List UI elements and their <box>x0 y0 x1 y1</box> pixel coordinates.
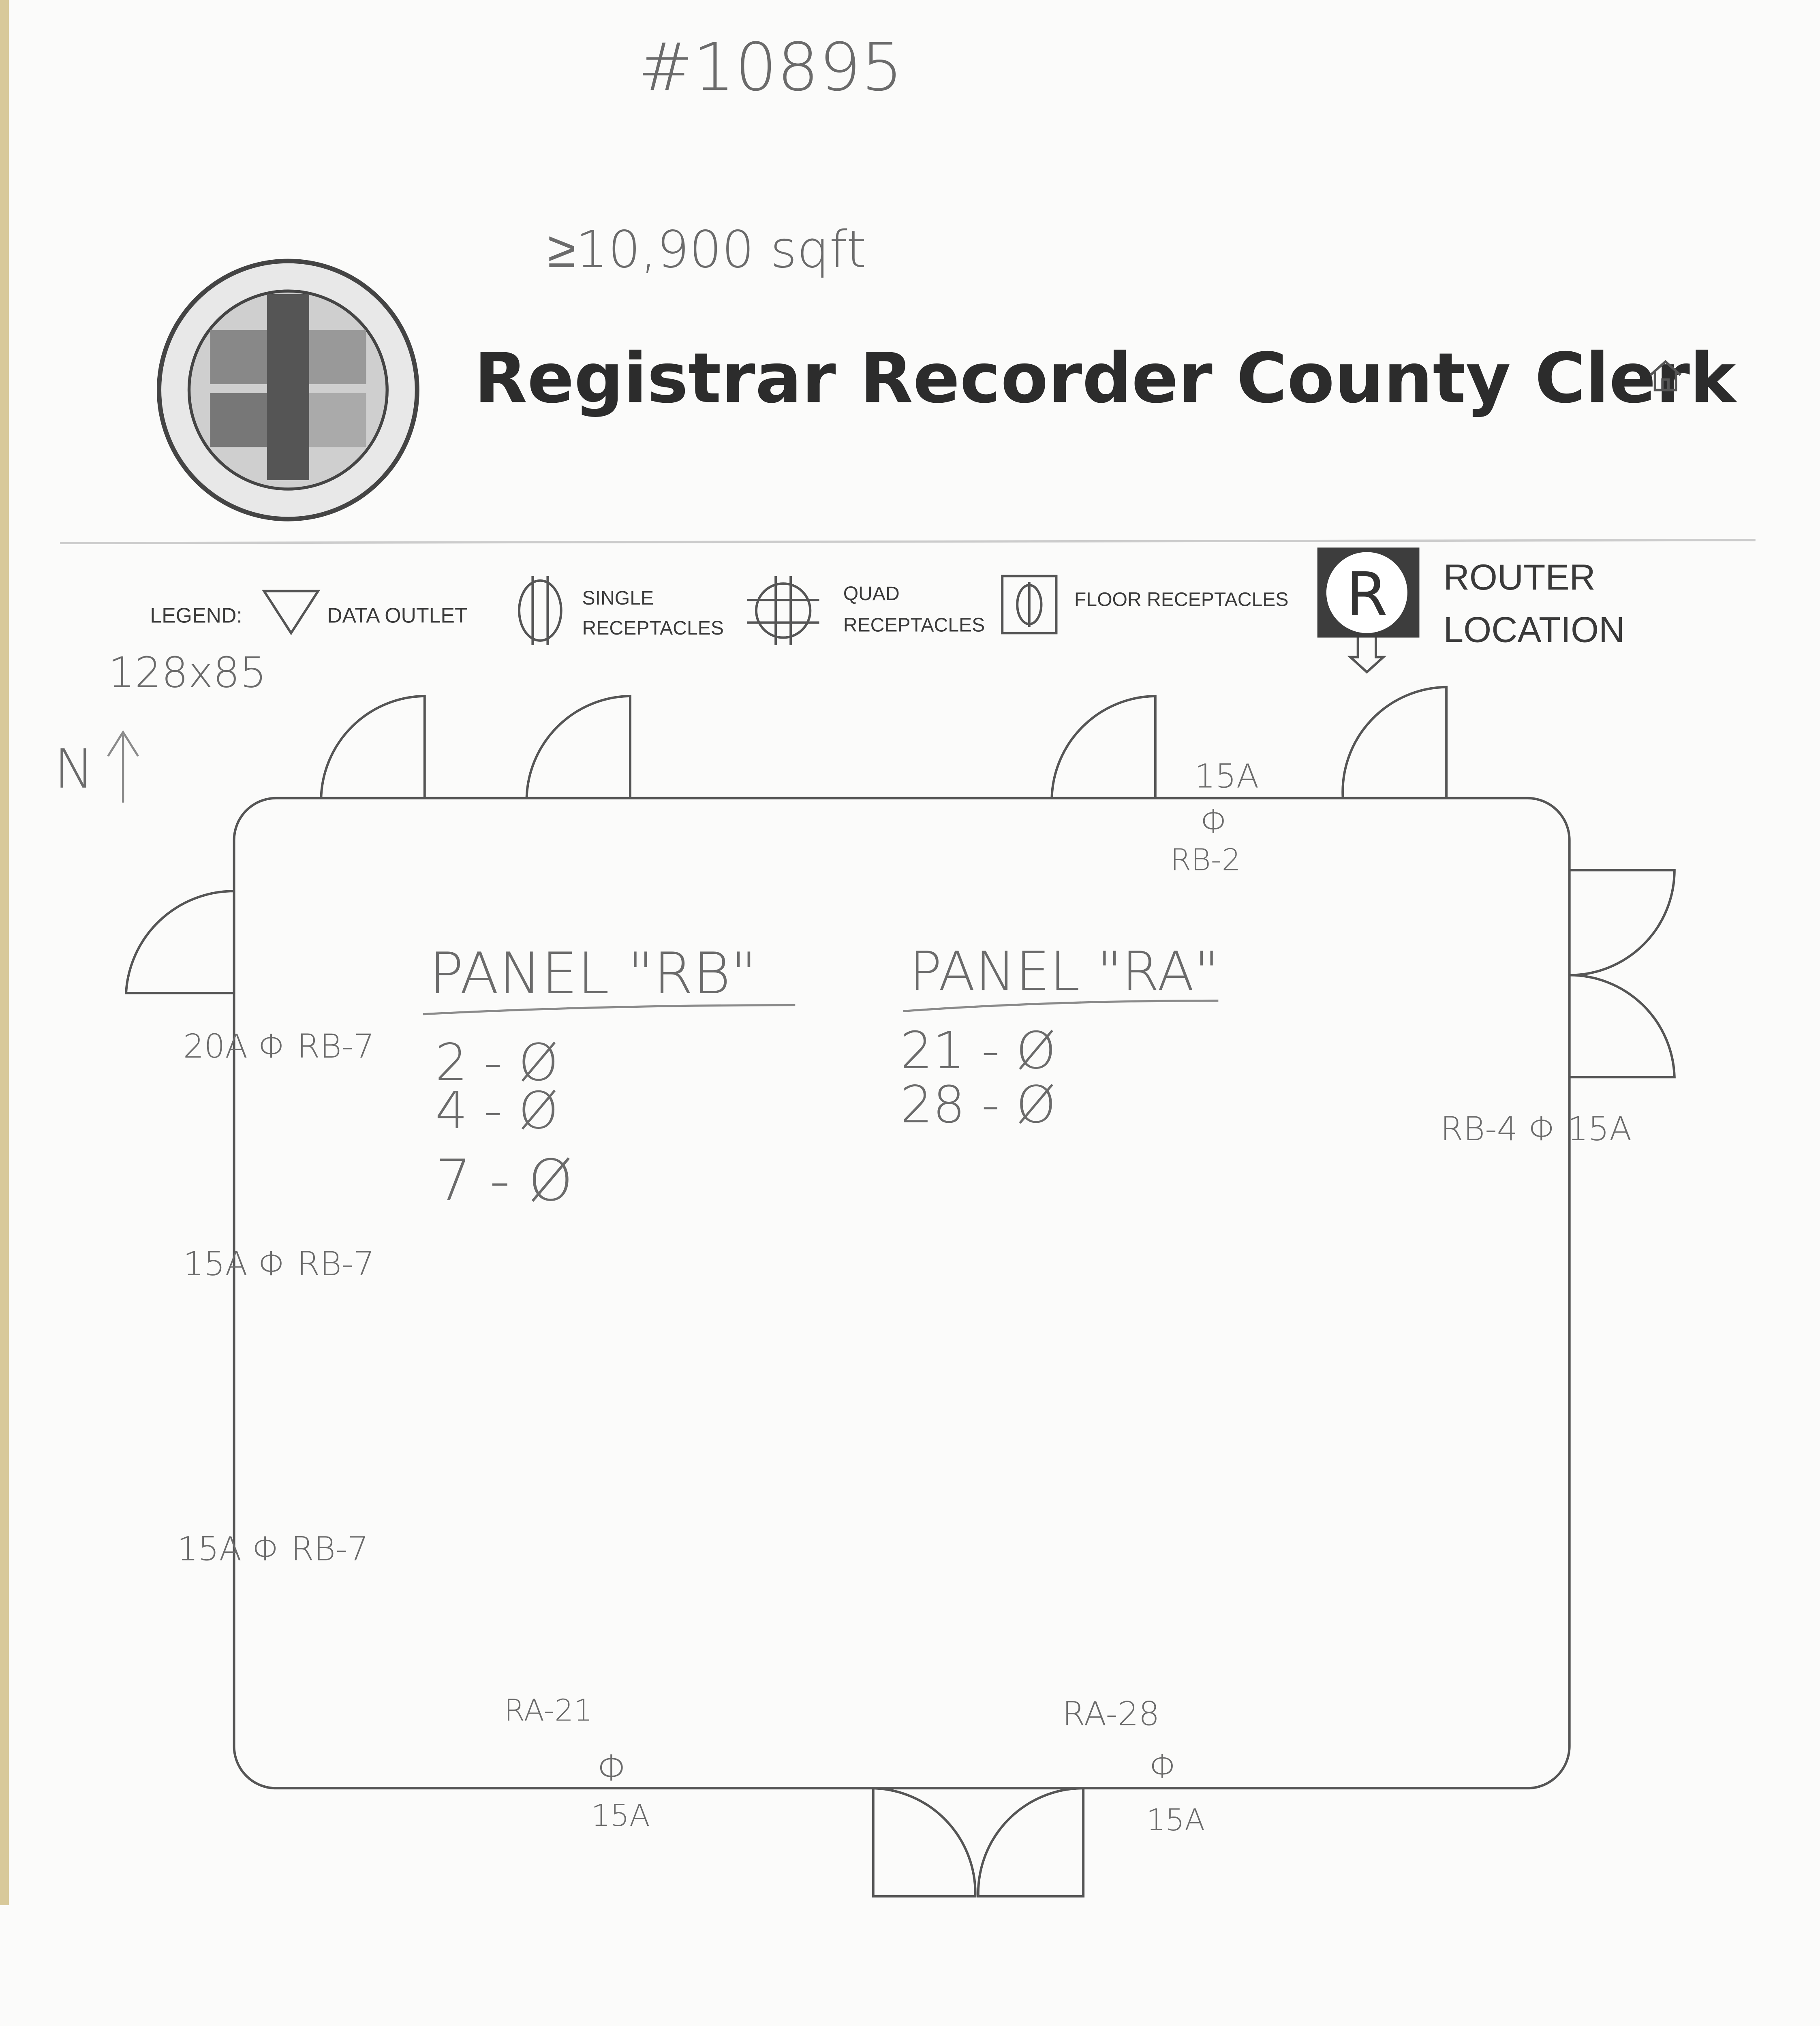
home-icon <box>1649 360 1681 391</box>
legend-quad-1: QUAD <box>843 583 900 605</box>
legend-data-outlet: DATA OUTLET <box>327 603 468 627</box>
bottom-left-amp: 15A <box>591 1798 650 1833</box>
panel-rb-underline <box>423 1004 796 1015</box>
bottom-right-receptacle-icon: Φ <box>1149 1747 1178 1786</box>
legend-single-1: SINGLE <box>582 587 654 609</box>
floor-receptacle-icon <box>1001 575 1058 635</box>
legend-label: LEGEND: <box>150 603 242 627</box>
panel-ra-circuit: 28 - Ø <box>900 1075 1056 1134</box>
dimensions-note: 128x85 <box>108 649 267 697</box>
bottom-doors <box>872 1787 1085 1898</box>
left-annotation-3: 15A Φ RB-7 <box>177 1530 368 1568</box>
data-outlet-icon <box>262 590 321 635</box>
bottom-right-circuit: RA-28 <box>1062 1695 1159 1733</box>
panel-rb-title: PANEL "RB" <box>429 940 757 1007</box>
bottom-left-receptacle-icon: Φ <box>597 1748 628 1789</box>
paper-edge <box>0 0 9 1905</box>
divider <box>60 539 1756 545</box>
north-arrow-icon <box>107 730 139 803</box>
north-label: N <box>54 738 94 801</box>
lower-sheet: RA-21 Φ 15A RA-28 Φ 15A <box>504 1693 1205 1898</box>
county-seal-logo <box>156 259 419 521</box>
door-top-4 <box>1341 686 1448 798</box>
panel-rb-circuit: 7 - Ø <box>435 1148 573 1214</box>
door-bottom-left <box>872 1787 977 1898</box>
single-receptacle-icon <box>518 576 562 645</box>
panel-ra-underline <box>903 999 1219 1012</box>
router-location-icon: R <box>1317 547 1420 674</box>
top-receptacle-icon: Φ <box>1200 802 1229 841</box>
panel-ra-circuit: 21 - Ø <box>900 1021 1056 1080</box>
upper-sheet: #10895 ≥10,900 sqft Registrar Recorder C… <box>54 29 1756 1790</box>
legend-router-2: LOCATION <box>1444 610 1625 650</box>
top-amp: 15A <box>1194 757 1259 796</box>
quad-receptacle-icon <box>747 576 819 645</box>
legend-quad-2: RECEPTACLES <box>843 614 985 636</box>
door-right-double <box>1569 869 1676 1079</box>
doors <box>124 686 1676 1079</box>
svg-text:R: R <box>1346 560 1388 629</box>
left-annotation-2: 15A Φ RB-7 <box>183 1245 374 1283</box>
top-circuit: RB-2 <box>1170 842 1241 877</box>
panel-rb-circuit: 4 - Ø <box>435 1081 559 1140</box>
room-outline <box>233 797 1571 1790</box>
door-top-3 <box>1050 695 1157 798</box>
legend-single-2: RECEPTACLES <box>582 617 724 639</box>
left-annotation-1: 20A Φ RB-7 <box>183 1027 374 1066</box>
floor-plan-sheet: #10895 ≥10,900 sqft Registrar Recorder C… <box>0 0 1756 1905</box>
panel-rb-circuit: 2 - Ø <box>435 1033 559 1092</box>
door-left <box>124 890 235 994</box>
door-bottom-right <box>977 1787 1085 1898</box>
job-number: #10895 <box>638 29 903 106</box>
right-annotation: RB-4 Φ 15A <box>1440 1110 1632 1148</box>
door-top-2 <box>525 695 631 798</box>
legend-floor: FLOOR RECEPTACLES <box>1074 589 1289 611</box>
bottom-left-circuit: RA-21 <box>504 1693 592 1728</box>
legend-router-1: ROUTER <box>1444 557 1595 597</box>
page-title: Registrar Recorder County Clerk <box>474 338 1737 419</box>
area-note: ≥10,900 sqft <box>547 220 866 279</box>
panel-ra-title: PANEL "RA" <box>909 940 1219 1003</box>
bottom-right-amp: 15A <box>1146 1803 1205 1838</box>
door-top-1 <box>320 695 426 798</box>
